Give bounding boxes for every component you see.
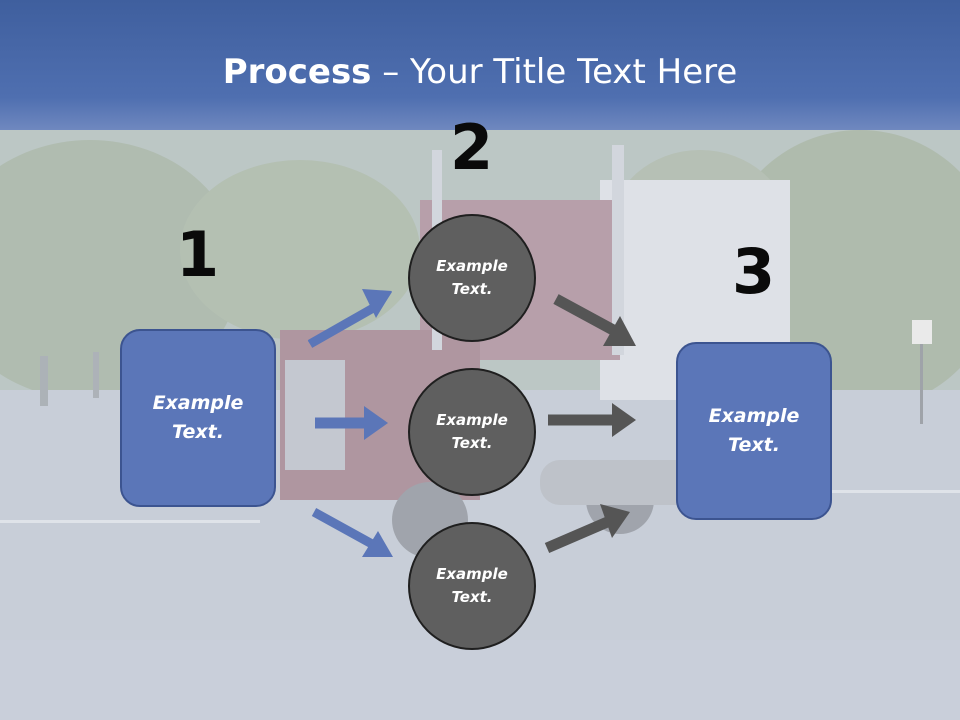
left-box: Example Text. (120, 329, 276, 507)
arrow-to-bottom-circle (311, 508, 393, 557)
step-number-1: 1 (176, 218, 220, 291)
title-band (0, 0, 960, 130)
circle-top: Example Text. (408, 214, 536, 342)
step-number-2: 2 (450, 111, 494, 184)
slide-title: Process – Your Title Text Here (0, 52, 960, 92)
step-number-3: 3 (732, 235, 776, 308)
circle-middle-label: Example Text. (436, 411, 508, 452)
circle-middle: Example Text. (408, 368, 536, 496)
right-box-label: Example Text. (708, 405, 800, 456)
arrow-to-middle-circle (315, 406, 388, 440)
arrow-from-middle-circle (548, 403, 636, 437)
title-rest: – Your Title Text Here (371, 52, 738, 92)
title-bold: Process (222, 52, 372, 92)
right-box: Example Text. (676, 342, 832, 520)
left-box-label: Example Text. (152, 392, 244, 443)
arrow-from-bottom-circle (544, 504, 630, 554)
arrow-to-top-circle (307, 289, 392, 348)
circle-top-label: Example Text. (436, 257, 508, 298)
circle-bottom: Example Text. (408, 522, 536, 650)
circle-bottom-label: Example Text. (436, 565, 508, 606)
arrow-from-top-circle (553, 294, 636, 346)
